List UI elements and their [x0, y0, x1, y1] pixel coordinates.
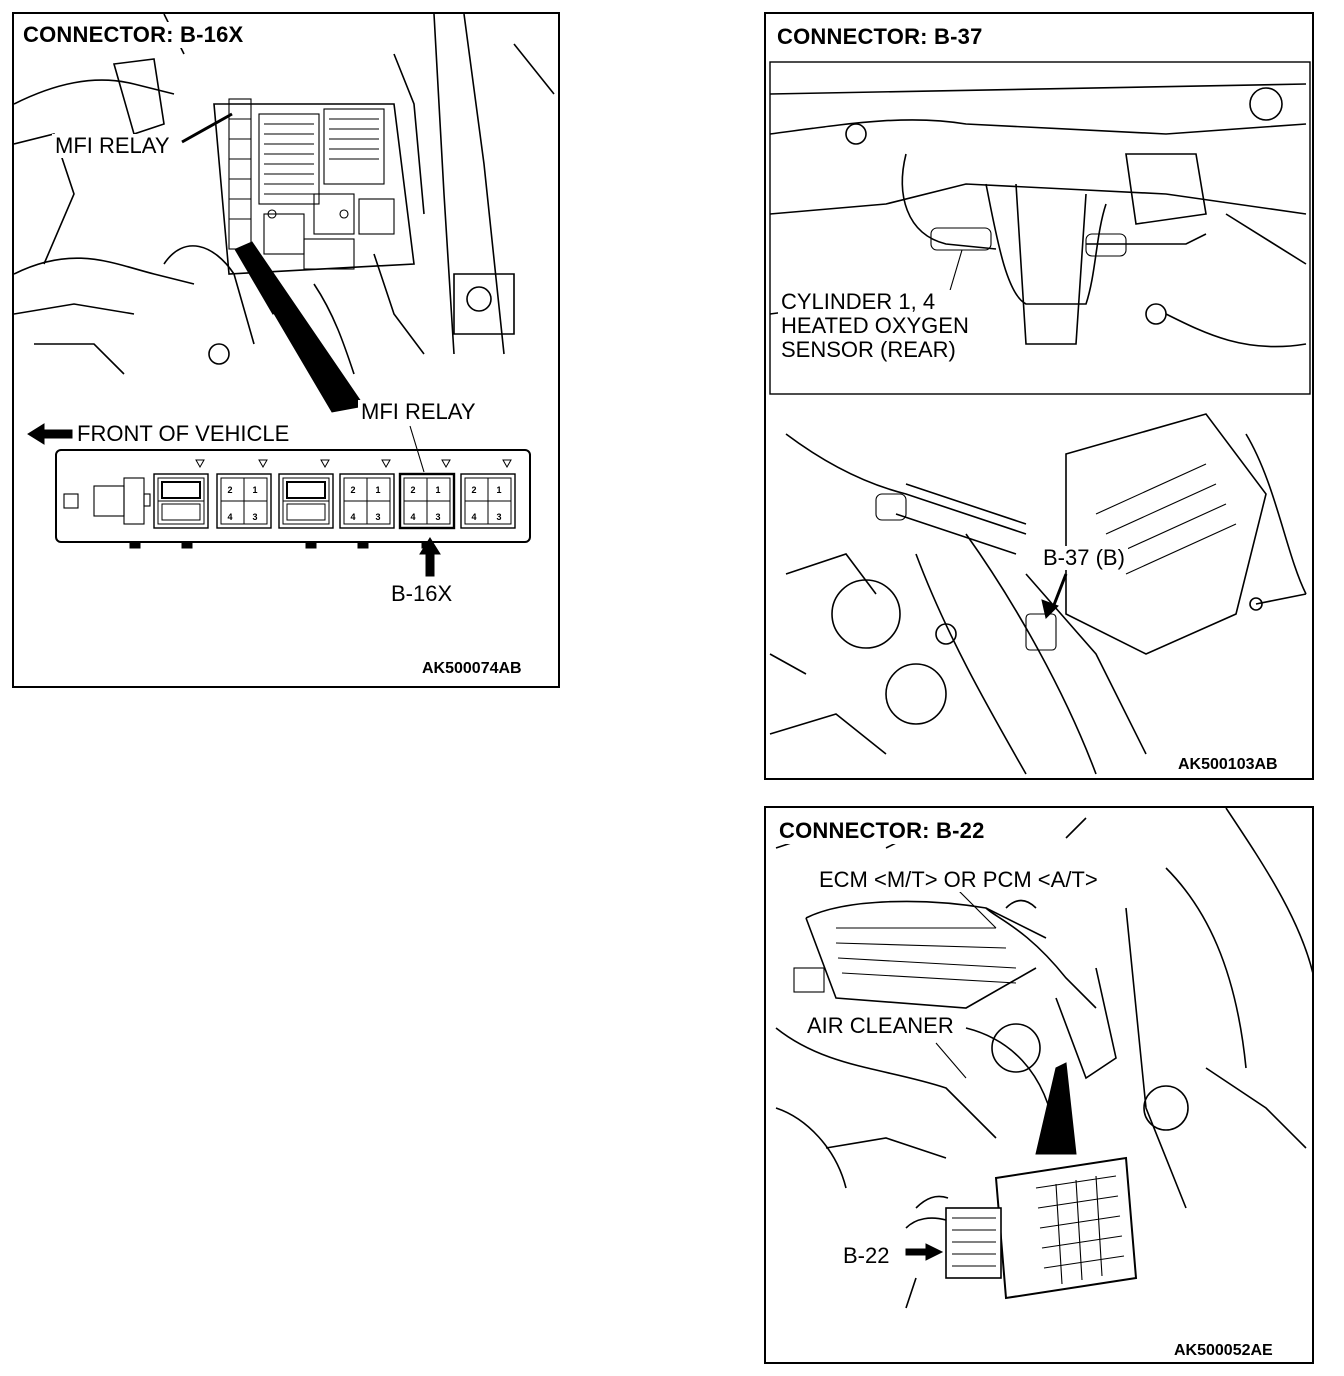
- b37-illustration: [769, 61, 1311, 775]
- b22-air-cleaner-leader-line: [935, 1042, 967, 1079]
- panel-connector-b16x: 2 1 4 3 2 1 4 3 2 1 4 3 2 1 4 3 CONNECTOR: B-16X MFI RE…: [12, 12, 560, 688]
- relay-socket-marker: [381, 459, 391, 469]
- ecm-pcm-label: ECM <M/T> OR PCM <A/T>: [816, 868, 1101, 892]
- b16x-relay-leader-line: [181, 112, 233, 144]
- b37-exhaust-illustration: [769, 83, 1307, 348]
- relay-pin-number: 2: [471, 485, 476, 495]
- b16x-connector-label: B-16X: [388, 582, 456, 606]
- b22-connector-label: B-22: [840, 1244, 893, 1268]
- mfi-relay-label-bottom: MFI RELAY: [358, 400, 479, 424]
- panel-title: CONNECTOR: B-16X: [20, 22, 247, 48]
- b37-lower-view-illustration: [769, 413, 1307, 775]
- relay-socket-marker: [502, 459, 512, 469]
- b22-ecm-unit: [905, 1156, 1138, 1309]
- relay-socket-slot: [161, 481, 201, 499]
- relay-socket-marker: [195, 459, 205, 469]
- relay-socket-marker: [441, 459, 451, 469]
- relay-pin-number: 2: [227, 485, 232, 495]
- relay-pin-number: 3: [252, 512, 257, 522]
- b37-connector-arrow-shaft: [1050, 573, 1068, 611]
- relay-socket-slot: [286, 503, 326, 521]
- panel-title: CONNECTOR: B-37: [774, 24, 986, 50]
- mfi-relay-label-top: MFI RELAY: [52, 134, 173, 158]
- panel-title: CONNECTOR: B-22: [776, 818, 988, 844]
- b16x-connector-arrow: [419, 537, 441, 577]
- b37-upper-view-frame: [769, 61, 1311, 395]
- b22-pointer-wedge: [1035, 1062, 1077, 1155]
- b22-illustration: [775, 808, 1312, 1309]
- figure-code: AK500052AE: [1174, 1342, 1273, 1359]
- heated-oxygen-sensor-label: CYLINDER 1, 4 HEATED OXYGEN SENSOR (REAR…: [778, 290, 972, 362]
- relay-pin-number: 4: [350, 512, 355, 522]
- b16x-relay-sockets: 2 1 4 3 2 1 4 3 2 1 4 3 2 1 4 3: [153, 459, 516, 530]
- relay-pin-number: 1: [496, 485, 501, 495]
- b16x-engine-bay-illustration: 2 1 4 3 2 1 4 3 2 1 4 3 2 1 4 3: [14, 14, 555, 577]
- relay-pin-number: 4: [410, 512, 415, 522]
- air-cleaner-label: AIR CLEANER: [804, 1014, 957, 1038]
- relay-pin-number: 4: [227, 512, 232, 522]
- relay-pin-number: 3: [375, 512, 380, 522]
- panel-connector-b37: CONNECTOR: B-37 CYLINDER 1, 4 HEATED OXY…: [764, 12, 1314, 780]
- relay-socket-slot: [161, 503, 201, 521]
- relay-socket-marker: [258, 459, 268, 469]
- front-of-vehicle-arrow: [27, 423, 73, 445]
- b37-connector-label: B-37 (B): [1040, 546, 1128, 570]
- relay-pin-number: 1: [435, 485, 440, 495]
- b37-connector-arrowhead: [1041, 599, 1059, 619]
- relay-pin-number: 4: [471, 512, 476, 522]
- relay-pin-number: 2: [350, 485, 355, 495]
- relay-pin-number: 3: [435, 512, 440, 522]
- relay-pin-number: 1: [375, 485, 380, 495]
- figure-code: AK500074AB: [422, 660, 522, 677]
- relay-socket-marker: [320, 459, 330, 469]
- b16x-relay-box: [213, 98, 415, 275]
- b16x-mfi-relay-callout-line: [409, 425, 425, 473]
- relay-pin-number: 3: [496, 512, 501, 522]
- relay-socket-slot: [286, 481, 326, 499]
- panel-connector-b22: CONNECTOR: B-22 ECM <M/T> OR PCM <A/T> A…: [764, 806, 1314, 1364]
- figure-code: AK500103AB: [1178, 756, 1278, 773]
- relay-pin-number: 1: [252, 485, 257, 495]
- front-of-vehicle-label: FRONT OF VEHICLE: [74, 422, 293, 446]
- relay-pin-number: 2: [410, 485, 415, 495]
- b22-connector-arrow: [905, 1243, 944, 1261]
